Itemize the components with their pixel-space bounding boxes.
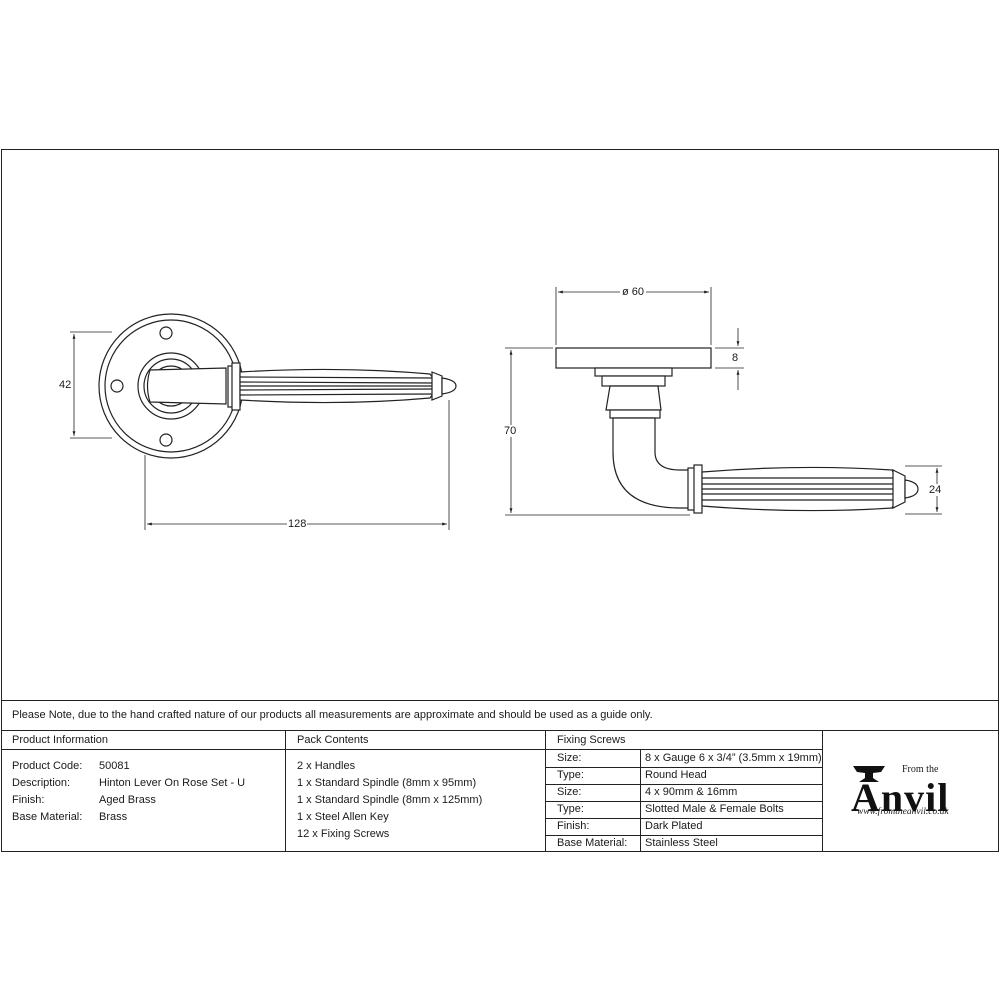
screw-hole <box>110 379 124 393</box>
row-value: Hinton Lever On Rose Set - U <box>99 777 246 789</box>
list-item: 1 x Standard Spindle (8mm x 95mm) <box>297 777 477 789</box>
dim-front-height: 42 <box>59 379 72 391</box>
row-label: Finish: <box>557 820 590 832</box>
screw-hole <box>159 433 173 447</box>
dim-rose-diameter: ø 60 <box>620 286 647 298</box>
row-label: Description: <box>12 777 71 789</box>
logo-wordmark: Anvil <box>851 775 950 820</box>
disclaimer-note: Please Note, due to the hand crafted nat… <box>12 709 653 721</box>
list-item: 2 x Handles <box>297 760 356 772</box>
row-value: Round Head <box>645 769 707 781</box>
logo-from-the: From the <box>902 764 939 775</box>
dim-lever-height: 24 <box>929 484 942 496</box>
list-item: 12 x Fixing Screws <box>297 828 390 840</box>
row-label: Base Material: <box>557 837 628 849</box>
dim-front-length: 128 <box>287 518 308 530</box>
row-label: Size: <box>557 786 582 798</box>
row-label: Finish: <box>12 794 45 806</box>
product-info-row: Description: Hinton Lever On Rose Set - U <box>12 775 245 792</box>
anvil-icon <box>853 766 885 782</box>
product-info-table: Product Code: 50081 Description: Hinton Le… <box>12 758 245 826</box>
list-item: 1 x Steel Allen Key <box>297 811 389 823</box>
pack-contents-heading: Pack Contents <box>297 734 369 746</box>
row-value: 50081 <box>99 760 130 772</box>
row-value: Brass <box>99 811 128 823</box>
product-info-heading: Product Information <box>12 734 108 746</box>
product-info-row: Product Code: 50081 <box>12 758 245 775</box>
front-dimensions <box>70 331 450 530</box>
fixing-screws-heading: Fixing Screws <box>557 734 626 746</box>
row-value: Slotted Male & Female Bolts <box>645 803 784 815</box>
row-value: 8 x Gauge 6 x 3/4” (3.5mm x 19mm) <box>645 752 822 764</box>
front-view <box>98 313 457 459</box>
row-label: Type: <box>557 803 584 815</box>
pack-contents-list: 2 x Handles 1 x Standard Spindle (8mm x … <box>297 758 482 843</box>
row-value: Stainless Steel <box>645 837 718 849</box>
dim-side-height: 70 <box>504 425 517 437</box>
row-label: Base Material: <box>12 811 83 823</box>
brand-logo: From the Anvil www.fromtheanvil.co.uk <box>845 760 985 830</box>
product-info-row: Finish: Aged Brass <box>12 792 245 809</box>
row-value: 4 x 90mm & 16mm <box>645 786 738 798</box>
product-info-row: Base Material: Brass <box>12 809 245 826</box>
row-label: Size: <box>557 752 582 764</box>
list-item: 1 x Standard Spindle (8mm x 125mm) <box>297 794 483 806</box>
screw-hole <box>159 326 173 340</box>
logo-url: www.fromtheanvil.co.uk <box>857 807 949 817</box>
row-label: Type: <box>557 769 584 781</box>
row-value: Dark Plated <box>645 820 703 832</box>
dim-rose-thickness: 8 <box>732 352 739 364</box>
side-view <box>555 347 919 514</box>
row-label: Product Code: <box>12 760 83 772</box>
row-value: Aged Brass <box>99 794 156 806</box>
